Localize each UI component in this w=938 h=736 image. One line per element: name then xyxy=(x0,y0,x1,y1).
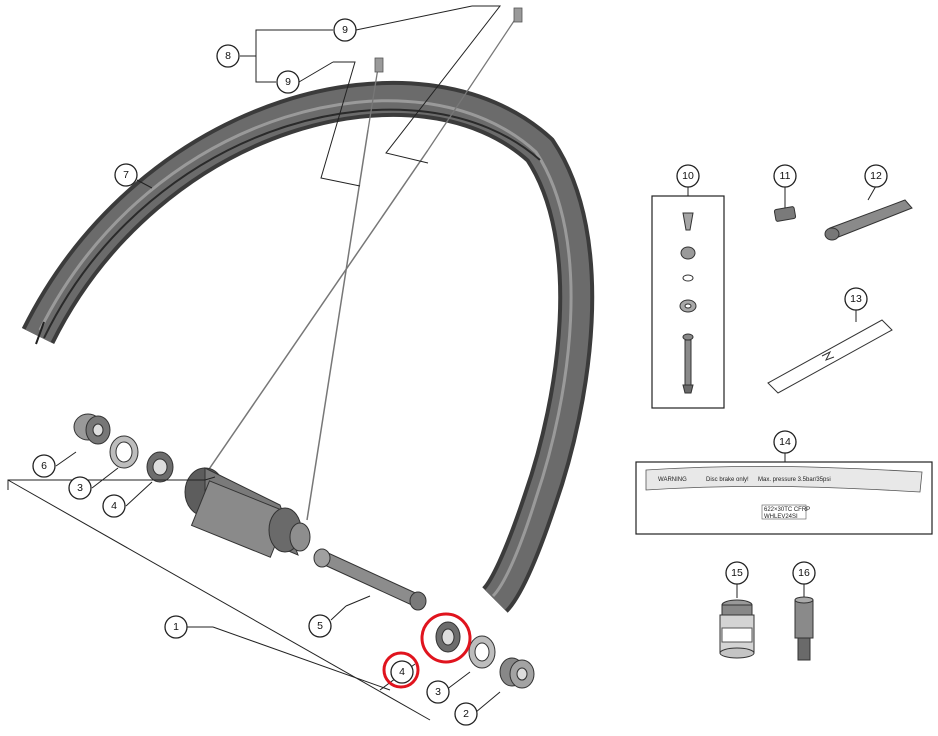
left-bearing xyxy=(146,451,174,483)
sticker-max-pressure: Max. pressure 3.5bar/35psi xyxy=(758,477,831,483)
grease-jar xyxy=(719,583,755,659)
rim xyxy=(21,81,595,613)
callout-1: 1 xyxy=(164,615,213,639)
callout-9-top: 9 xyxy=(333,5,473,42)
hub-axle xyxy=(313,548,427,611)
sticker-disc-brake: Disc brake only! xyxy=(706,477,749,483)
callout-8: 8 xyxy=(216,29,333,83)
svg-text:13: 13 xyxy=(850,293,862,305)
sticker-model: WHLEV24SI xyxy=(764,514,798,520)
spoke-brackets xyxy=(320,5,502,187)
svg-text:3: 3 xyxy=(435,686,441,698)
spoke-nipple xyxy=(773,186,797,222)
spokes xyxy=(204,7,523,521)
svg-text:2: 2 xyxy=(463,708,469,720)
callout-3-right: 3 xyxy=(426,680,450,704)
highlight-callout-4-circle xyxy=(382,651,420,689)
left-washer xyxy=(109,435,139,469)
callout-7: 7 xyxy=(114,163,153,189)
highlight-bearing-circle xyxy=(420,612,472,664)
callout-11: 11 xyxy=(773,164,797,188)
tool-adapter xyxy=(794,583,814,661)
svg-text:3: 3 xyxy=(77,482,83,494)
svg-text:4: 4 xyxy=(111,500,117,512)
left-end-cap xyxy=(73,413,111,445)
callout-16: 16 xyxy=(792,561,816,585)
valve-parts-box xyxy=(651,186,725,409)
callout-12: 12 xyxy=(864,164,888,188)
sticker-size: 622×30TC CFRP xyxy=(764,507,810,513)
rim-tape xyxy=(767,310,893,394)
sticker-warning: WARNING xyxy=(658,477,687,483)
callout-9-bottom: 9 xyxy=(276,61,334,94)
callout-13: 13 xyxy=(844,287,868,311)
svg-text:7: 7 xyxy=(123,169,129,181)
svg-text:9: 9 xyxy=(342,24,348,36)
svg-text:1: 1 xyxy=(173,621,179,633)
callout-14: 14 xyxy=(773,430,797,454)
callout-4-left: 4 xyxy=(102,494,126,518)
callout-10: 10 xyxy=(676,164,700,188)
callout-6: 6 xyxy=(32,454,56,478)
rim-sticker: WARNING Disc brake only! Max. pressure 3… xyxy=(635,453,933,535)
callout-3-left: 3 xyxy=(68,476,92,500)
callout-4-right: 4 xyxy=(390,660,414,684)
right-bearing xyxy=(435,621,461,653)
callout-2: 2 xyxy=(454,702,478,726)
svg-text:16: 16 xyxy=(798,567,810,579)
svg-text:14: 14 xyxy=(779,436,791,448)
svg-text:4: 4 xyxy=(399,666,405,678)
right-end-cap xyxy=(499,657,535,689)
svg-text:12: 12 xyxy=(870,170,882,182)
spoke-wrench xyxy=(824,185,913,241)
callout-15: 15 xyxy=(725,561,749,585)
svg-text:11: 11 xyxy=(780,170,791,182)
svg-text:8: 8 xyxy=(225,50,231,62)
svg-text:5: 5 xyxy=(317,620,323,632)
hub-body xyxy=(184,467,311,558)
svg-text:15: 15 xyxy=(731,567,743,579)
svg-text:10: 10 xyxy=(682,170,694,182)
svg-text:6: 6 xyxy=(41,460,47,472)
callout-5: 5 xyxy=(308,605,347,638)
right-washer xyxy=(468,635,496,669)
svg-text:9: 9 xyxy=(285,76,291,88)
